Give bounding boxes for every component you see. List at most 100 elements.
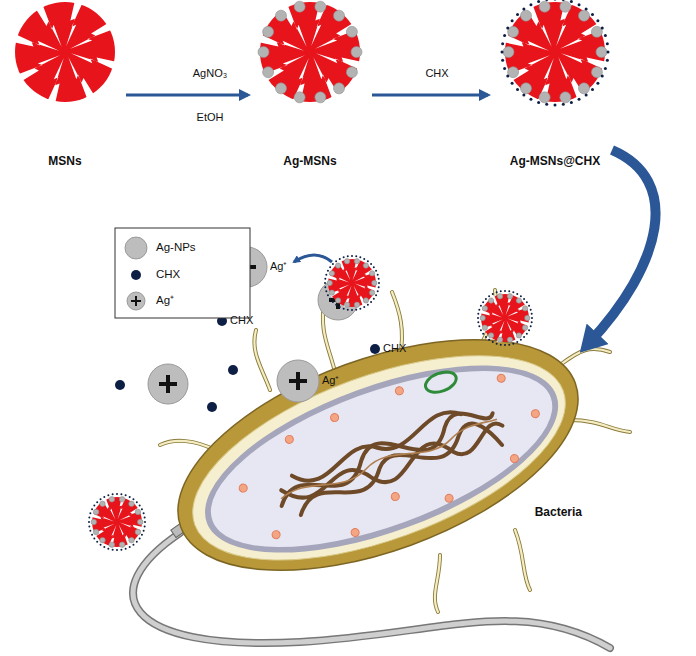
- chx-molecule: [91, 534, 93, 536]
- chx-molecule: [144, 517, 146, 519]
- chx-molecule: [141, 508, 143, 510]
- chx-molecule: [516, 13, 519, 16]
- pore: [263, 55, 306, 81]
- particle-node: MSNs: [12, 0, 118, 172]
- chx-molecule: [100, 544, 102, 546]
- chx-molecule: [500, 344, 502, 346]
- chx-molecule: [531, 321, 533, 323]
- chx-molecule: [529, 98, 532, 101]
- chx-molecule: [545, 0, 548, 1]
- chx-molecule: [329, 298, 331, 300]
- chx-molecule: [554, 0, 557, 1]
- chx-molecule: [120, 493, 122, 495]
- pore: [482, 320, 502, 332]
- reaction-arrow: [126, 94, 248, 97]
- chx-molecule: [143, 512, 145, 514]
- chx-molecule: [373, 298, 375, 300]
- chx-molecule: [139, 505, 141, 507]
- chx-molecule: [332, 301, 334, 303]
- pore: [353, 259, 361, 281]
- ribosomes: [225, 345, 558, 569]
- silver-nanoparticle: [503, 47, 514, 58]
- chx-molecule: [480, 329, 482, 331]
- chx-molecule: [351, 309, 353, 311]
- chx-molecule: [89, 530, 91, 532]
- chx-molecule: [508, 290, 510, 292]
- pore: [315, 23, 358, 49]
- chx-molecule: [591, 88, 594, 91]
- silver-nanoparticle: [507, 294, 512, 299]
- chx-molecule: [136, 541, 138, 543]
- chx-molecule: [351, 255, 353, 257]
- chx-molecule: [375, 294, 377, 296]
- pore: [311, 1, 328, 46]
- chx-molecule: [96, 541, 98, 543]
- chx-molecule: [501, 51, 504, 54]
- silver-nanoparticle: [294, 92, 305, 103]
- chx-molecule: [529, 3, 532, 6]
- chx-molecule: [378, 286, 380, 288]
- silver-nanoparticle: [294, 1, 305, 12]
- chx-molecule: [482, 301, 484, 303]
- silver-nanoparticle: [100, 537, 106, 543]
- silver-nanoparticle: [354, 259, 359, 264]
- chx-molecule: [88, 525, 90, 527]
- chx-molecule: [504, 290, 506, 292]
- chx-molecule: [88, 517, 90, 519]
- chx-molecule: [363, 258, 365, 260]
- chx-molecule: [570, 101, 573, 104]
- chx-molecule: [485, 336, 487, 338]
- silver-nanoparticle: [135, 509, 141, 515]
- silver-nanoparticle: [482, 325, 487, 330]
- chx-molecule: [378, 278, 380, 280]
- chx-molecule: [496, 343, 498, 345]
- chx-molecule: [325, 274, 327, 276]
- chx-molecule: [585, 93, 588, 96]
- silver-nanoparticle: [351, 47, 362, 58]
- legend-sample-silver: [125, 237, 147, 259]
- silver-nanoparticle: [516, 298, 521, 303]
- chx-molecule: [478, 325, 480, 327]
- chx-molecule: [107, 548, 109, 550]
- pore: [36, 5, 62, 48]
- chx-molecule: [359, 256, 361, 258]
- curved-arrow: [588, 150, 656, 344]
- chx-molecule: [141, 534, 143, 536]
- pore: [120, 507, 141, 520]
- chx-molecule: [347, 309, 349, 311]
- node-label: Ag-MSNs: [283, 154, 336, 168]
- silica-sphere: [481, 294, 529, 342]
- chx-molecule: [578, 3, 581, 6]
- pore: [70, 23, 113, 49]
- pore: [66, 1, 83, 46]
- chx-molecule: [103, 546, 105, 548]
- silver-nanoparticle: [327, 280, 332, 285]
- chx-molecule: [370, 263, 372, 265]
- chx-molecule: [125, 494, 127, 496]
- pore: [108, 525, 116, 548]
- chx-molecule: [506, 75, 509, 78]
- silver-nanoparticle: [578, 83, 589, 94]
- chx-molecule: [378, 282, 380, 284]
- pore: [508, 55, 551, 81]
- silver-nanoparticle: [507, 337, 512, 342]
- chx-molecule: [492, 293, 494, 295]
- silver-nanoparticle: [315, 92, 326, 103]
- chx-molecule: [508, 344, 510, 346]
- nanoparticle: [477, 290, 533, 346]
- node-label: MSNs: [48, 154, 81, 168]
- chx-molecule: [591, 13, 594, 16]
- chx-molecule: [103, 496, 105, 498]
- silver-nanoparticle: [93, 529, 99, 535]
- pore: [556, 1, 573, 46]
- chx-molecule: [143, 530, 145, 532]
- release-arrow: [294, 255, 332, 262]
- pore: [71, 53, 116, 69]
- chx-molecule: [329, 266, 331, 268]
- pore: [560, 23, 603, 49]
- chx-molecule: [604, 67, 607, 70]
- silver-nanoparticle: [578, 10, 589, 21]
- silver-nanoparticle: [329, 271, 334, 276]
- chx-molecule: [324, 282, 326, 284]
- silver-nanoparticle: [109, 542, 115, 548]
